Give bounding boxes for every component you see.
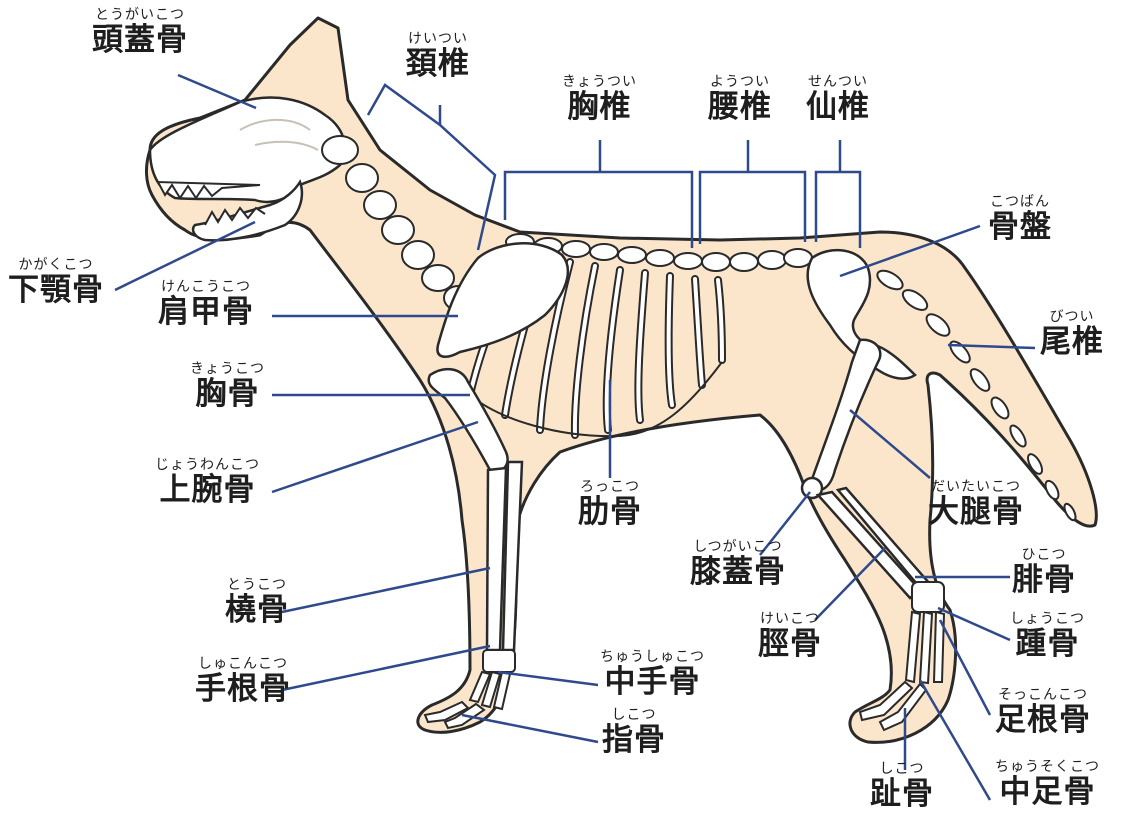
label-phalanx-fore-ruby: しこつ <box>602 708 666 722</box>
label-phalanx-fore-name: 指骨 <box>602 725 666 756</box>
label-calcaneus-ruby: しょうこつ <box>1010 612 1085 626</box>
label-phalanx-fore: しこつ 指骨 <box>602 708 666 756</box>
label-pelvis-name: 骨盤 <box>988 212 1052 243</box>
label-caudal: びつい 尾椎 <box>1040 310 1104 358</box>
label-pelvis: こつばん 骨盤 <box>988 195 1052 243</box>
label-lumbar: ようつい 腰椎 <box>708 75 772 123</box>
label-fibula: ひこつ 腓骨 <box>1012 548 1076 596</box>
label-tarsal-ruby: そっこんこつ <box>995 688 1091 702</box>
label-patella-ruby: しつがいこつ <box>690 540 786 554</box>
label-sacral-ruby: せんつい <box>806 75 870 89</box>
label-rib-name: 肋骨 <box>578 497 642 528</box>
label-lumbar-name: 腰椎 <box>708 92 772 123</box>
radius-ulna-bones <box>487 462 522 650</box>
label-humerus-ruby: じょうわんこつ <box>155 458 260 472</box>
label-rib-ruby: ろっこつ <box>578 480 642 494</box>
label-cervical-name: 頚椎 <box>406 49 470 80</box>
label-patella-name: 膝蓋骨 <box>690 557 786 588</box>
label-fibula-name: 腓骨 <box>1012 565 1076 596</box>
label-lumbar-ruby: ようつい <box>708 75 772 89</box>
label-rib: ろっこつ 肋骨 <box>578 480 642 528</box>
label-tibia-ruby: けいこつ <box>758 612 822 626</box>
label-sacral-name: 仙椎 <box>806 92 870 123</box>
label-scapula-name: 肩甲骨 <box>158 297 254 328</box>
label-skull-ruby: とうがいこつ <box>92 8 188 22</box>
label-cervical: けいつい 頚椎 <box>406 32 470 80</box>
label-mandible-ruby: かがくこつ <box>8 258 104 272</box>
label-metacarpal-ruby: ちゅうしゅこつ <box>600 650 705 664</box>
label-skull: とうがいこつ 頭蓋骨 <box>92 8 188 56</box>
label-sternum-name: 胸骨 <box>190 379 265 410</box>
label-sacral: せんつい 仙椎 <box>806 75 870 123</box>
label-tarsal: そっこんこつ 足根骨 <box>995 688 1091 736</box>
label-tibia-name: 脛骨 <box>758 629 822 660</box>
label-femur-ruby: だいたいこつ <box>928 480 1024 494</box>
label-tarsal-name: 足根骨 <box>995 705 1091 736</box>
label-radius-name: 橈骨 <box>225 595 289 626</box>
label-calcaneus-name: 踵骨 <box>1010 629 1085 660</box>
label-calcaneus: しょうこつ 踵骨 <box>1010 612 1085 660</box>
label-humerus: じょうわんこつ 上腕骨 <box>155 458 260 506</box>
label-phalanx-hind-name: 趾骨 <box>870 779 934 810</box>
label-caudal-name: 尾椎 <box>1040 327 1104 358</box>
label-pelvis-ruby: こつばん <box>988 195 1052 209</box>
label-caudal-ruby: びつい <box>1040 310 1104 324</box>
label-mandible: かがくこつ 下顎骨 <box>8 258 104 306</box>
label-patella: しつがいこつ 膝蓋骨 <box>690 540 786 588</box>
label-phalanx-hind-ruby: しこつ <box>870 762 934 776</box>
label-tibia: けいこつ 脛骨 <box>758 612 822 660</box>
label-skull-name: 頭蓋骨 <box>92 25 188 56</box>
label-carpal: しゅこんこつ 手根骨 <box>195 657 291 705</box>
label-carpal-ruby: しゅこんこつ <box>195 657 291 671</box>
label-scapula-ruby: けんこうこつ <box>158 280 254 294</box>
label-radius: とうこつ 橈骨 <box>225 578 289 626</box>
label-phalanx-hind: しこつ 趾骨 <box>870 762 934 810</box>
label-femur: だいたいこつ 大腿骨 <box>928 480 1024 528</box>
label-fibula-ruby: ひこつ <box>1012 548 1076 562</box>
label-thoracic-name: 胸椎 <box>562 92 637 123</box>
label-thoracic: きょうつい 胸椎 <box>562 75 637 123</box>
label-scapula: けんこうこつ 肩甲骨 <box>158 280 254 328</box>
label-thoracic-ruby: きょうつい <box>562 75 637 89</box>
label-metacarpal-name: 中手骨 <box>600 667 705 698</box>
label-sternum-ruby: きょうこつ <box>190 362 265 376</box>
label-carpal-name: 手根骨 <box>195 674 291 705</box>
label-radius-ruby: とうこつ <box>225 578 289 592</box>
label-metatarsal-ruby: ちゅうそくこつ <box>995 760 1100 774</box>
label-femur-name: 大腿骨 <box>928 497 1024 528</box>
label-sternum: きょうこつ 胸骨 <box>190 362 265 410</box>
label-mandible-name: 下顎骨 <box>8 275 104 306</box>
label-metatarsal: ちゅうそくこつ 中足骨 <box>995 760 1100 808</box>
label-cervical-ruby: けいつい <box>406 32 470 46</box>
label-metacarpal: ちゅうしゅこつ 中手骨 <box>600 650 705 698</box>
label-humerus-name: 上腕骨 <box>155 475 260 506</box>
label-metatarsal-name: 中足骨 <box>995 777 1100 808</box>
